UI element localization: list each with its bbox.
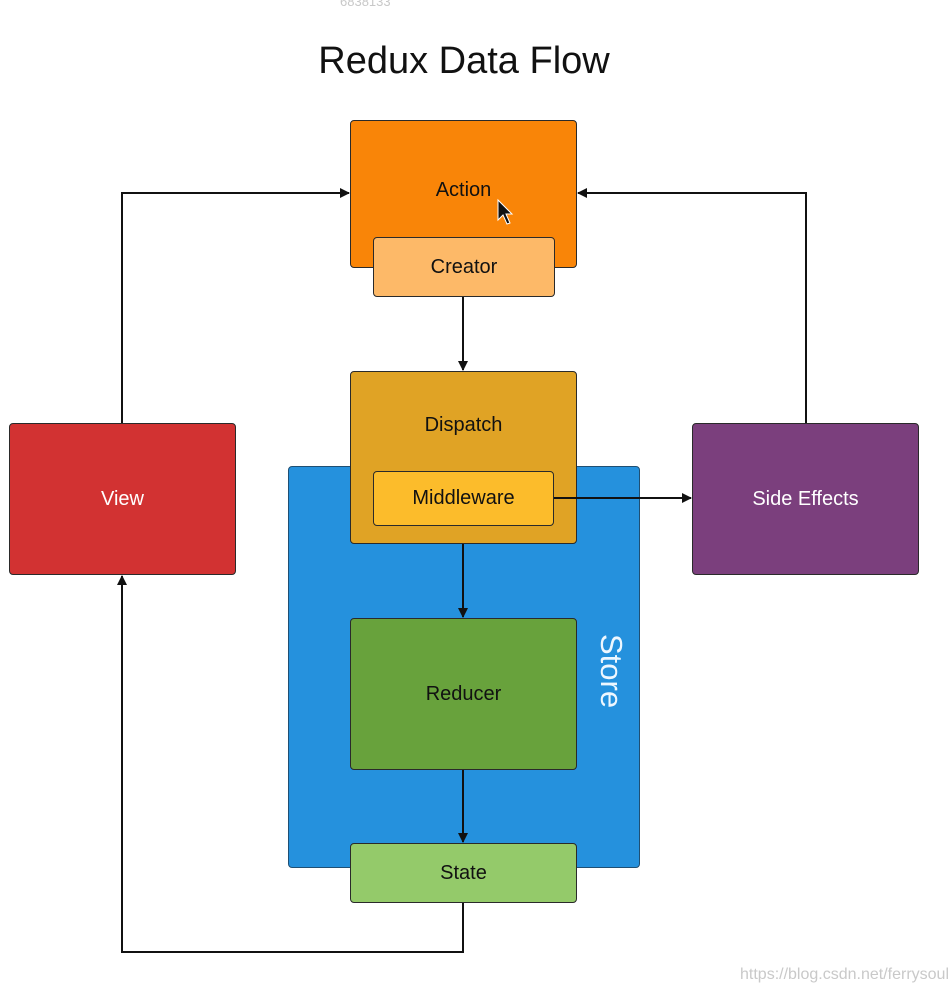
state-to-view-arrow	[117, 575, 464, 953]
top-id-text: 6838133	[340, 0, 391, 9]
dispatch-label: Dispatch	[424, 414, 503, 436]
view-label: View	[101, 487, 144, 510]
action-label: Action	[435, 179, 492, 201]
reducer-box: Reducer	[350, 618, 577, 770]
middleware-label: Middleware	[412, 487, 515, 509]
creator-box: Creator	[373, 237, 555, 297]
diagram-title: Redux Data Flow	[318, 40, 610, 82]
view-box: View	[9, 423, 236, 575]
side-effects-label: Side Effects	[752, 487, 859, 510]
side-effects-box: Side Effects	[692, 423, 919, 575]
watermark-text: https://blog.csdn.net/ferrysoul	[740, 966, 949, 983]
state-box: State	[350, 843, 577, 903]
reducer-label: Reducer	[425, 682, 502, 705]
middleware-box: Middleware	[373, 471, 554, 526]
creator-label: Creator	[430, 255, 498, 278]
view-to-action-arrow	[121, 188, 350, 423]
side-effects-to-action-arrow	[577, 188, 807, 423]
mouse-cursor-icon	[497, 198, 514, 225]
state-label: State	[440, 861, 487, 884]
